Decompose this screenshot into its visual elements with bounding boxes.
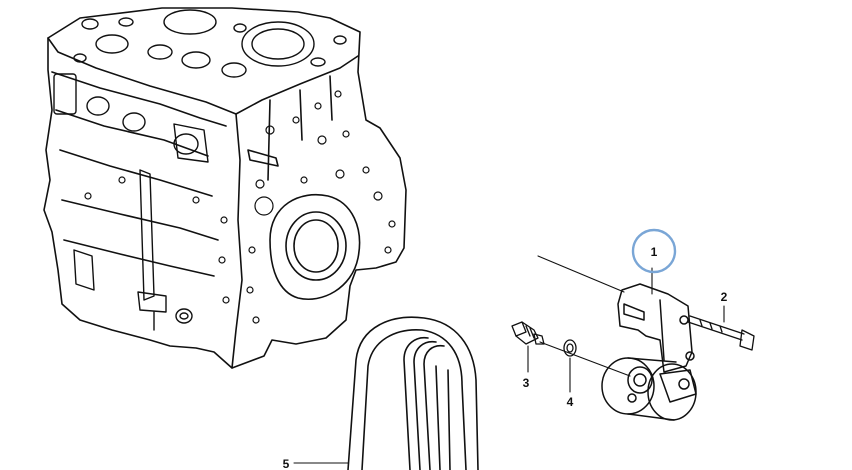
leader-lines xyxy=(293,255,725,464)
belt-tensioner-part-1 xyxy=(601,283,697,421)
side-face-holes xyxy=(84,90,396,324)
front-face-cutouts xyxy=(53,73,209,331)
callout-1: 1 xyxy=(651,245,658,259)
top-deck-holes xyxy=(73,9,347,78)
bolt-part-2 xyxy=(687,315,755,351)
washer-part-4 xyxy=(563,339,577,357)
callout-5: 5 xyxy=(283,457,290,470)
callout-1-highlight xyxy=(631,228,677,274)
crank-housing xyxy=(247,149,361,300)
callout-2: 2 xyxy=(721,290,728,304)
engine-block xyxy=(43,7,407,369)
screw-part-3 xyxy=(511,321,545,345)
callout-4: 4 xyxy=(567,395,574,409)
v-belt-part-5 xyxy=(347,316,479,470)
callout-3: 3 xyxy=(523,376,530,390)
